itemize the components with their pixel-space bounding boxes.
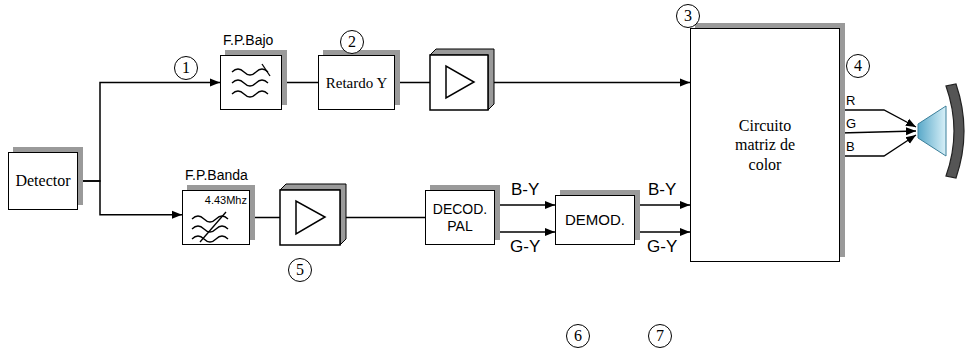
filter-symbol [232,64,270,97]
block-text: Circuito matriz de color [728,116,802,174]
matrix-box: Circuito matriz de color [690,28,840,262]
signal-label: G-Y [646,237,678,257]
signal-name: B [846,140,855,154]
callout-number: 6 [566,324,590,348]
demodulator-box: DEMOD. [555,195,635,245]
callout-number: 5 [288,258,312,282]
signal-label: B-Y [647,180,677,200]
signal-connector [282,82,318,84]
lowpass-filter-box: F.P.Bajo [220,55,282,110]
signal-connector [635,204,690,206]
block-text: DECOD. PAL [431,201,489,235]
rgb-wires [840,110,916,156]
signal-label: G-Y [509,237,541,257]
signal-connector [78,181,182,215]
block-text: Retardo Y [326,74,388,92]
delay-box: Retardo Y [318,55,395,110]
block-heading: F.P.Banda [185,167,248,183]
block-heading: F.P.Bajo [223,32,273,48]
callout-number: 4 [846,54,870,78]
signal-name: R [846,94,855,108]
callout-number: 7 [648,324,672,348]
callout-number: 3 [676,4,700,28]
filter-symbol [192,212,228,242]
detector-box: Detector [8,152,78,210]
pal-decoder-box: DECOD. PAL [425,190,495,245]
amplifier-symbol [280,184,346,245]
frequency-label: 4.43Mhz [205,194,247,206]
signal-connector [495,231,555,233]
crt-tube [918,84,964,178]
signal-connector [635,231,690,233]
bandpass-filter-box: F.P.Banda4.43Mhz [182,190,250,245]
callout-number: 1 [174,56,198,80]
block-text: DEMOD. [565,211,625,229]
amplifier-symbol [430,49,494,110]
callout-number: 2 [340,30,364,54]
signal-label: B-Y [510,180,540,200]
signal-name: G [846,117,856,131]
signal-connector [495,204,555,206]
block-text: Detector [15,171,70,190]
